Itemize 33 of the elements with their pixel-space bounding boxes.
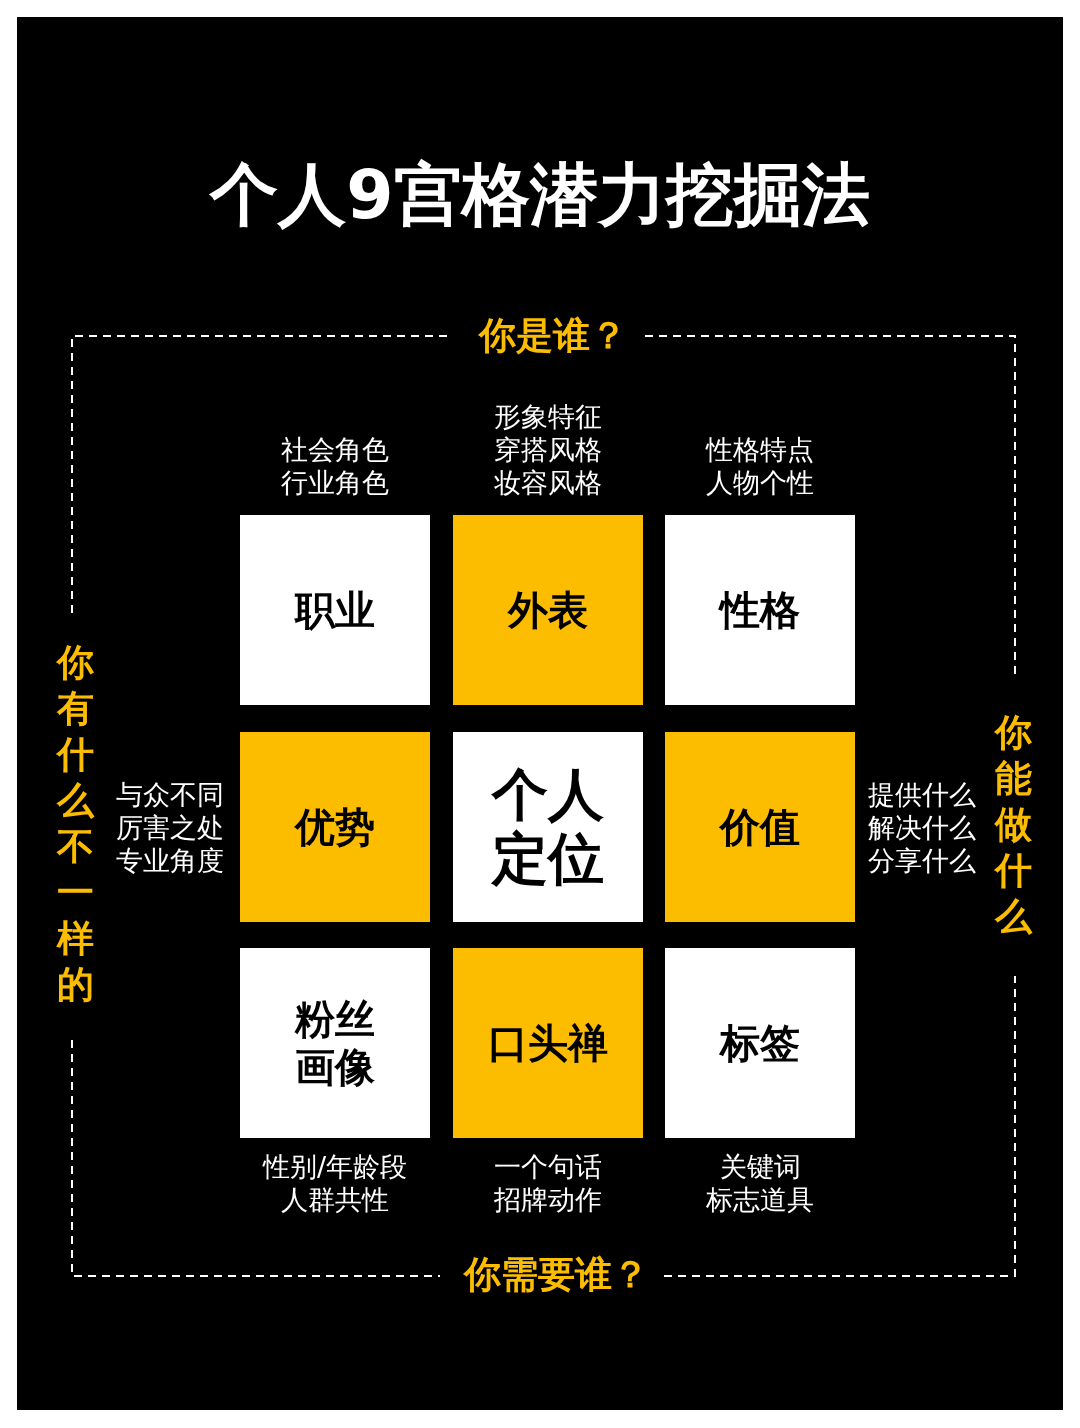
question-text: 你能做什么 xyxy=(994,710,1032,940)
grid-tile: 性格 xyxy=(665,515,855,705)
question-text: 你需要谁？ xyxy=(463,1252,649,1298)
grid-tile: 粉丝画像 xyxy=(240,948,430,1138)
note-text: 一个句话 xyxy=(494,1150,602,1183)
note-text: 专业角度 xyxy=(116,843,224,877)
title: 个人9宫格潜力挖掘法 xyxy=(210,154,870,236)
note-text: 妆容风格 xyxy=(494,466,602,499)
grid-tile: 职业 xyxy=(240,515,430,705)
note-text: 提供什么 xyxy=(868,777,976,811)
grid-tile: 优势 xyxy=(240,732,430,922)
note-text: 性格特点 xyxy=(706,433,814,466)
note-text: 社会角色 xyxy=(281,433,389,466)
grid-tile: 个人定位 xyxy=(453,732,643,922)
note-text: 分享什么 xyxy=(868,843,976,877)
note-text: 标志道具 xyxy=(706,1183,814,1216)
grid-tile: 口头禅 xyxy=(453,948,643,1138)
note-text: 与众不同 xyxy=(116,777,224,811)
grid-tile: 标签 xyxy=(665,948,855,1138)
note-text: 性别/年龄段 xyxy=(262,1150,408,1183)
question-text: 你有什么不一样的 xyxy=(56,640,94,1008)
note-text: 解决什么 xyxy=(868,810,976,844)
note-text: 形象特征 xyxy=(494,400,602,433)
note-text: 厉害之处 xyxy=(116,810,224,844)
note-text: 人物个性 xyxy=(706,466,814,499)
grid-tile: 价值 xyxy=(665,732,855,922)
note-text: 行业角色 xyxy=(281,466,389,499)
grid-tile: 外表 xyxy=(453,515,643,705)
question-text: 你是谁？ xyxy=(479,313,627,359)
note-text: 人群共性 xyxy=(281,1183,389,1216)
note-text: 关键词 xyxy=(719,1150,801,1183)
note-text: 穿搭风格 xyxy=(494,433,602,466)
note-text: 招牌动作 xyxy=(494,1183,602,1216)
